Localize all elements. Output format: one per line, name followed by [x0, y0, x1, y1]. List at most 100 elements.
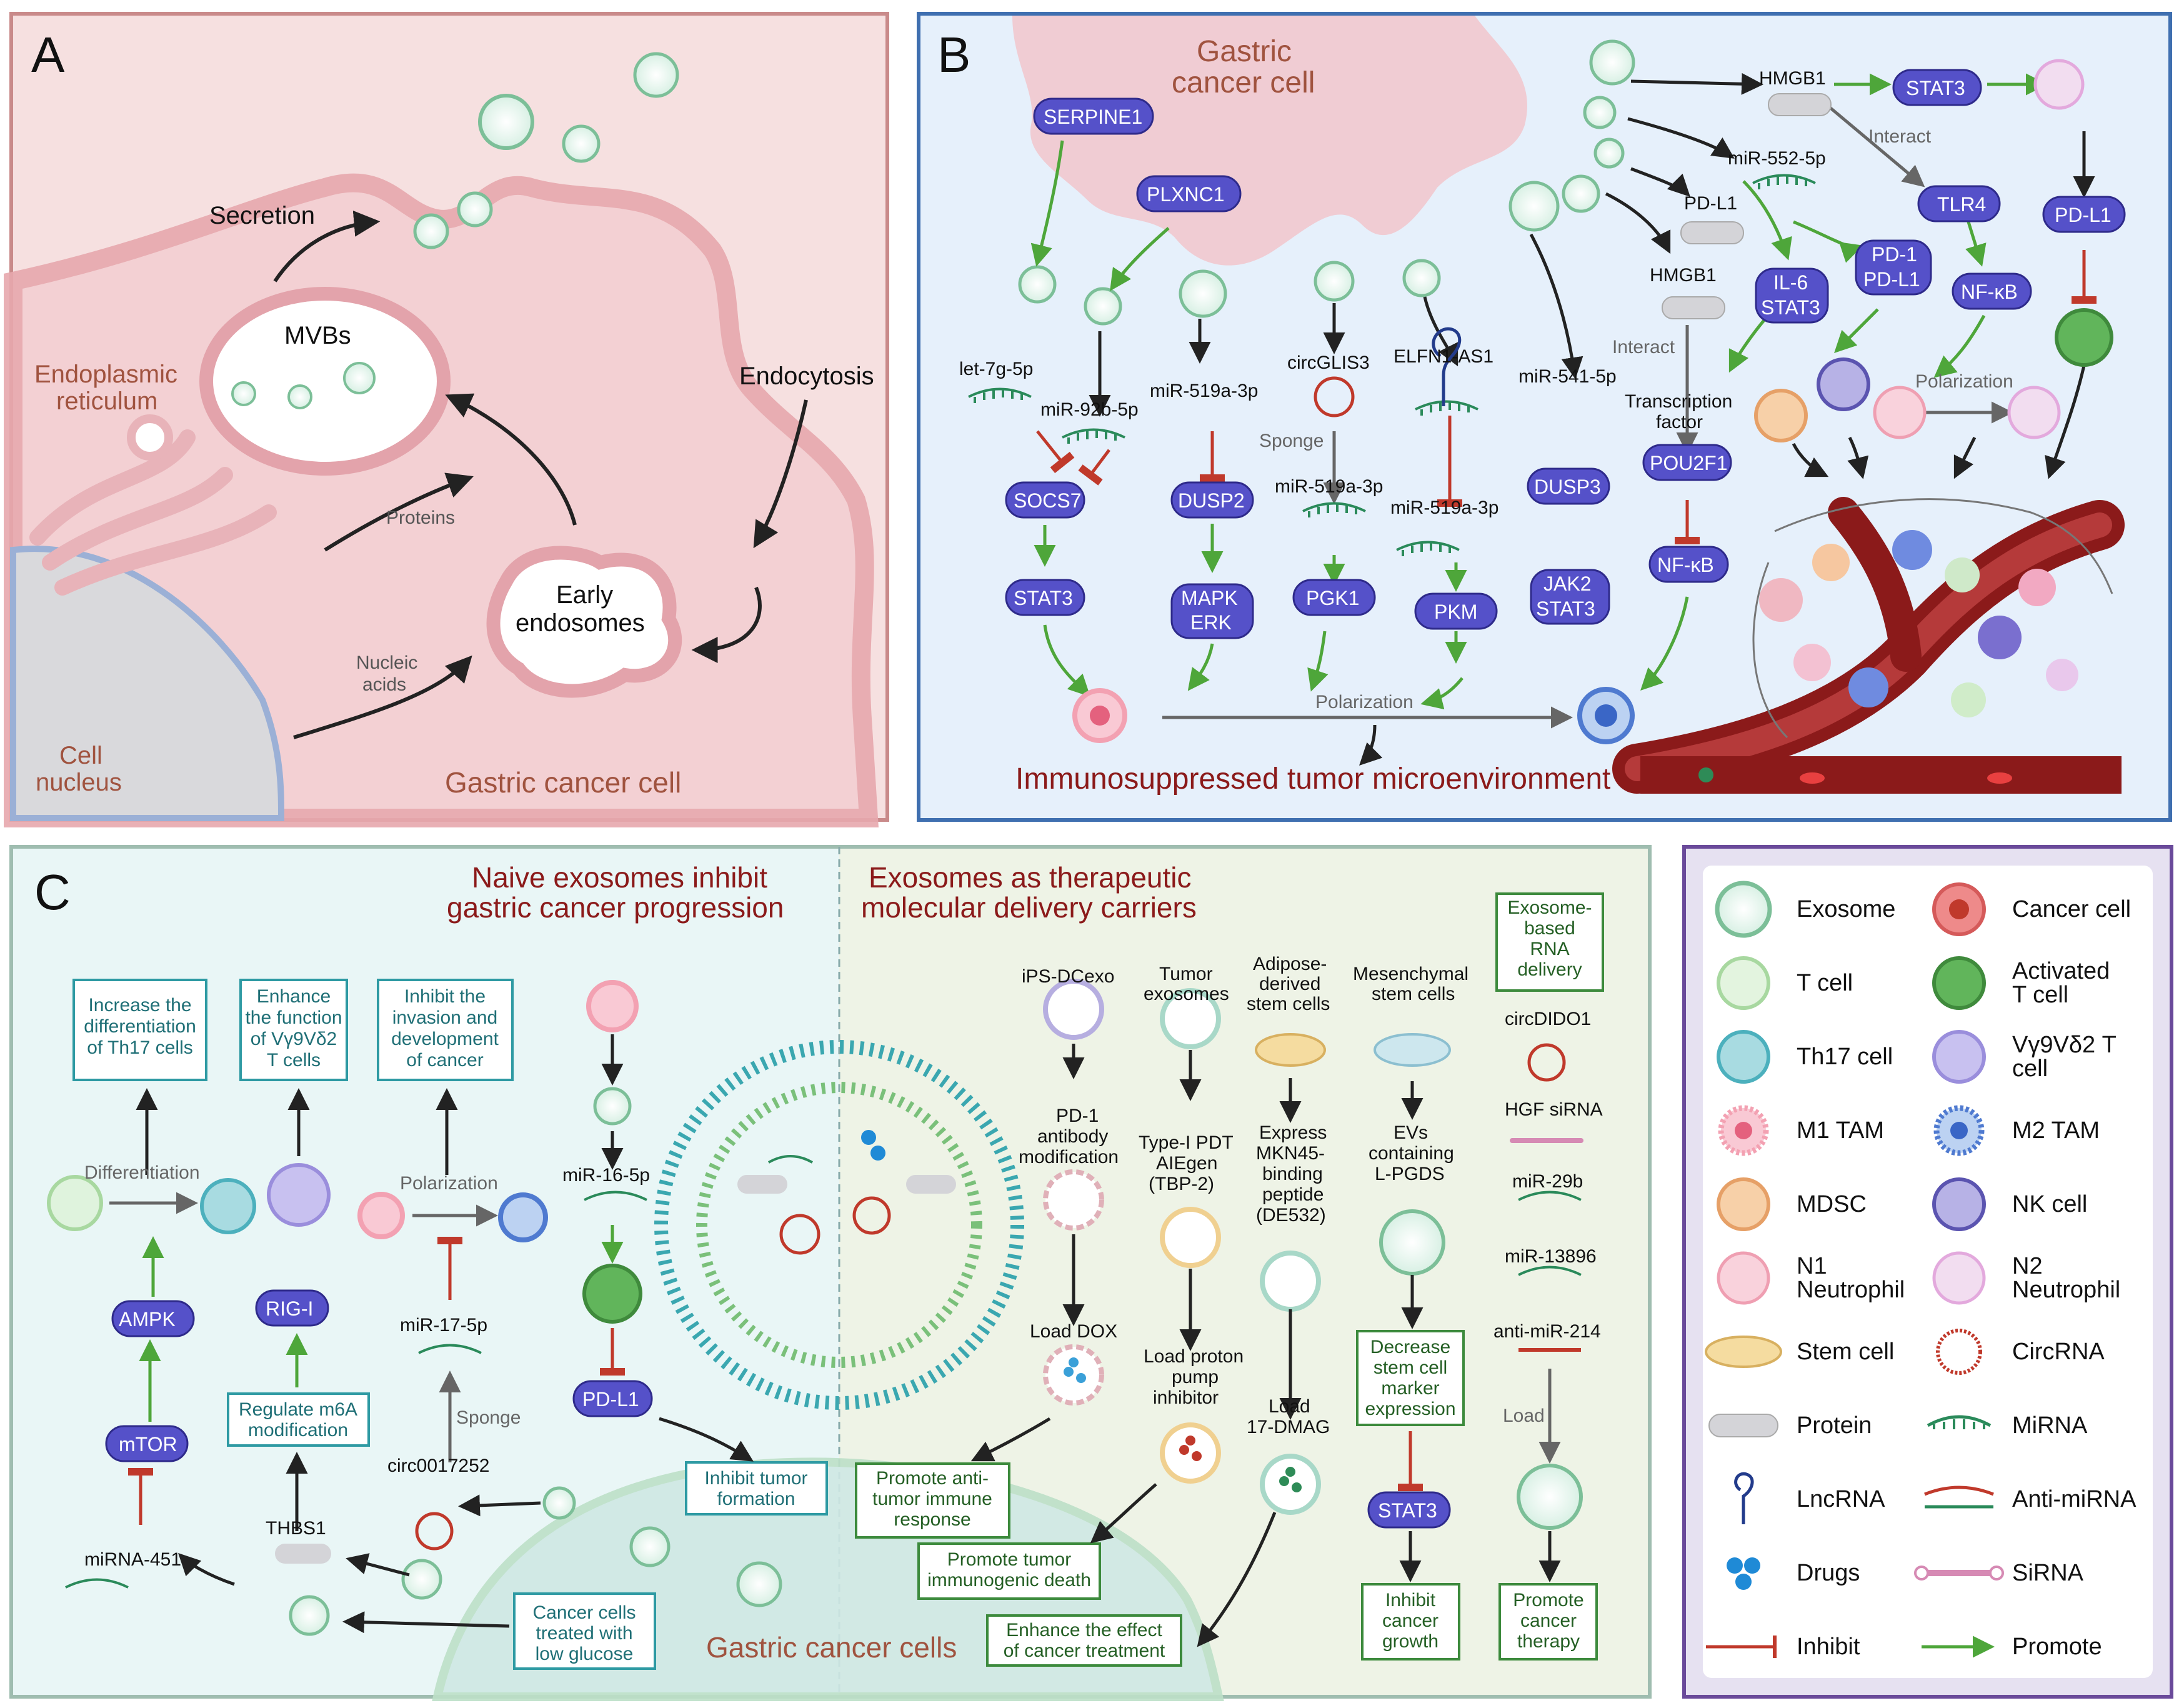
pill-jak2-stat3: [1530, 569, 1610, 625]
label-pd1: PD-1: [1872, 243, 1917, 266]
label-stat3a: STAT3: [1014, 587, 1073, 609]
label-tlr4: TLR4: [1937, 193, 1986, 216]
pill-il6-stat3: [1755, 267, 1829, 324]
label-tf-2: factor: [1656, 412, 1703, 432]
label-mapk: MAPK: [1181, 587, 1238, 609]
box-vg-line-1: Enhance: [257, 986, 331, 1007]
label-circglis3: circGLIS3: [1287, 352, 1370, 373]
label-pdl1-c: PD-L1: [582, 1388, 639, 1411]
label-mir552: miR-552-5p: [1728, 148, 1826, 169]
pill-plxnc1: [1136, 175, 1242, 212]
box-tumor-line-1: Inhibit tumor: [704, 1468, 807, 1489]
panel-b-grey-labels: Sponge Interact Interact Polarization Po…: [1259, 126, 2013, 712]
legend-item: LncRNA: [1734, 1472, 1885, 1524]
box-inv-line-2: invasion and: [392, 1007, 497, 1028]
legend-label: M2 TAM: [2012, 1117, 2100, 1144]
label-stat3d: STAT3: [1761, 296, 1820, 319]
label-ampk: AMPK: [119, 1308, 176, 1331]
activated-t-cell-b: [2055, 308, 2113, 367]
legend-item: MDSC: [1717, 1177, 1867, 1231]
legend-label: Neutrophil: [2012, 1277, 2120, 1303]
label-stat3c: STAT3: [1906, 77, 1965, 99]
box-glucose: [513, 1592, 656, 1670]
pill-pd1-pdl1: [1855, 239, 1932, 296]
label-load17-1: Load: [1269, 1396, 1310, 1417]
pill-mtor: [105, 1425, 189, 1462]
label-pou2f1: POU2F1: [1650, 452, 1727, 474]
label-stat3-c: STAT3: [1378, 1499, 1437, 1522]
circglis3-icon: [1314, 376, 1355, 417]
box-antitumor-line-2: tumor immune: [872, 1489, 992, 1509]
panel-c-titles: Naive exosomes inhibit gastric cancer pr…: [447, 861, 1197, 924]
label-proton-1: Load proton: [1144, 1346, 1244, 1367]
label-polarization-b: Polarization: [1315, 692, 1414, 712]
label-loaddox: Load DOX: [1030, 1321, 1117, 1342]
label-ime: Immunosuppressed tumor microenvironment: [1015, 762, 1610, 796]
label-adipose-1: Adipose-: [1253, 954, 1327, 974]
protein-icon: [1708, 1414, 1778, 1437]
label-pdt-1: Type-I PDT: [1139, 1132, 1234, 1153]
label-dusp3: DUSP3: [1534, 476, 1601, 498]
box-therapy-line-2: cancer: [1520, 1611, 1577, 1631]
label-nfkb-b: NF-κB: [1961, 281, 2018, 303]
inhibit-arrow-icon: [1706, 1636, 1777, 1658]
label-tumorexo-1: Tumor: [1159, 964, 1213, 984]
legend-label: Stem cell: [1797, 1339, 1894, 1365]
box-inv-line-3: development: [391, 1029, 499, 1049]
legend-label: Neutrophil: [1797, 1277, 1905, 1303]
label-pgk1: PGK1: [1306, 587, 1359, 609]
label-pkm: PKM: [1434, 601, 1477, 623]
label-nucleic-2: acids: [362, 674, 406, 695]
box-decrease-line-3: marker: [1381, 1378, 1439, 1399]
label-mir13896: miR-13896: [1505, 1246, 1597, 1267]
legend-item: CircRNA: [1936, 1329, 2105, 1375]
panel-c-teal-box-text: Increase the differentiation of Th17 cel…: [84, 986, 807, 1664]
pill-dusp3: [1527, 467, 1610, 505]
label-antimir214: anti-miR-214: [1493, 1321, 1601, 1342]
label-express-4: peptide: [1262, 1184, 1324, 1205]
anti-mirna-icon: [1924, 1486, 1994, 1509]
legend-item: Exosome: [1715, 881, 1895, 938]
label-interact-b: Interact: [1868, 126, 1932, 147]
label-circ0017252: circ0017252: [387, 1456, 489, 1476]
lumen-circrna: [779, 1214, 820, 1255]
legend-label: T cell: [1797, 970, 1853, 996]
label-differentiation: Differentiation: [84, 1162, 200, 1183]
legend-item: Drugs: [1727, 1557, 1860, 1590]
label-tf-1: Transcription: [1625, 391, 1732, 412]
n2-neutrophil-icon: [1932, 1251, 1986, 1305]
box-rna-line-3: RNA: [1530, 939, 1569, 959]
label-stat3b: STAT3: [1536, 597, 1595, 620]
mvb: [199, 287, 451, 476]
label-evs-3: L-PGDS: [1375, 1164, 1445, 1184]
label-sponge-c: Sponge: [456, 1407, 521, 1428]
label-msc-1: Mesenchymal: [1353, 964, 1468, 984]
label-nucleus-1: Cell: [59, 742, 102, 769]
box-inhibitgrowth-line-3: growth: [1382, 1631, 1439, 1652]
box-decrease-line-1: Decrease: [1370, 1337, 1450, 1357]
panel-c-text-labels: miRNA-451 THBS1 miR-17-5p circ0017252 mi…: [84, 954, 1603, 1570]
box-vg: [239, 979, 348, 1081]
box-decrease-line-2: stem cell: [1374, 1357, 1447, 1378]
large-exosome-outer: [654, 1040, 1024, 1410]
box-antitumor-line-1: Promote anti-: [876, 1468, 989, 1489]
panel-b-proteins: [1662, 93, 1832, 319]
box-th17-line-1: Increase the: [88, 995, 191, 1016]
label-gcc-b-2: cancer cell: [1172, 66, 1315, 99]
label-nucleic-1: Nucleic: [356, 652, 417, 673]
label-endocytosis: Endocytosis: [739, 362, 874, 390]
legend-label: Cancer cell: [2012, 896, 2131, 922]
box-icd: [917, 1542, 1101, 1600]
box-inv-line-1: Inhibit the: [404, 986, 486, 1007]
legend-label: MiRNA: [2012, 1412, 2088, 1439]
label-msc-2: stem cells: [1372, 984, 1455, 1004]
box-inhibitgrowth: [1361, 1583, 1460, 1661]
box-tumor-line-2: formation: [717, 1489, 795, 1509]
label-adipose-2: derived: [1259, 974, 1320, 994]
label-express-2: MKN45-: [1256, 1143, 1325, 1164]
legend-item: Inhibit: [1706, 1634, 1860, 1660]
panel-c: C Naive exosomes inhibit gastric cancer …: [9, 845, 1652, 1701]
label-interact-a: Interact: [1612, 337, 1675, 357]
box-rna-line-2: based: [1524, 918, 1575, 939]
